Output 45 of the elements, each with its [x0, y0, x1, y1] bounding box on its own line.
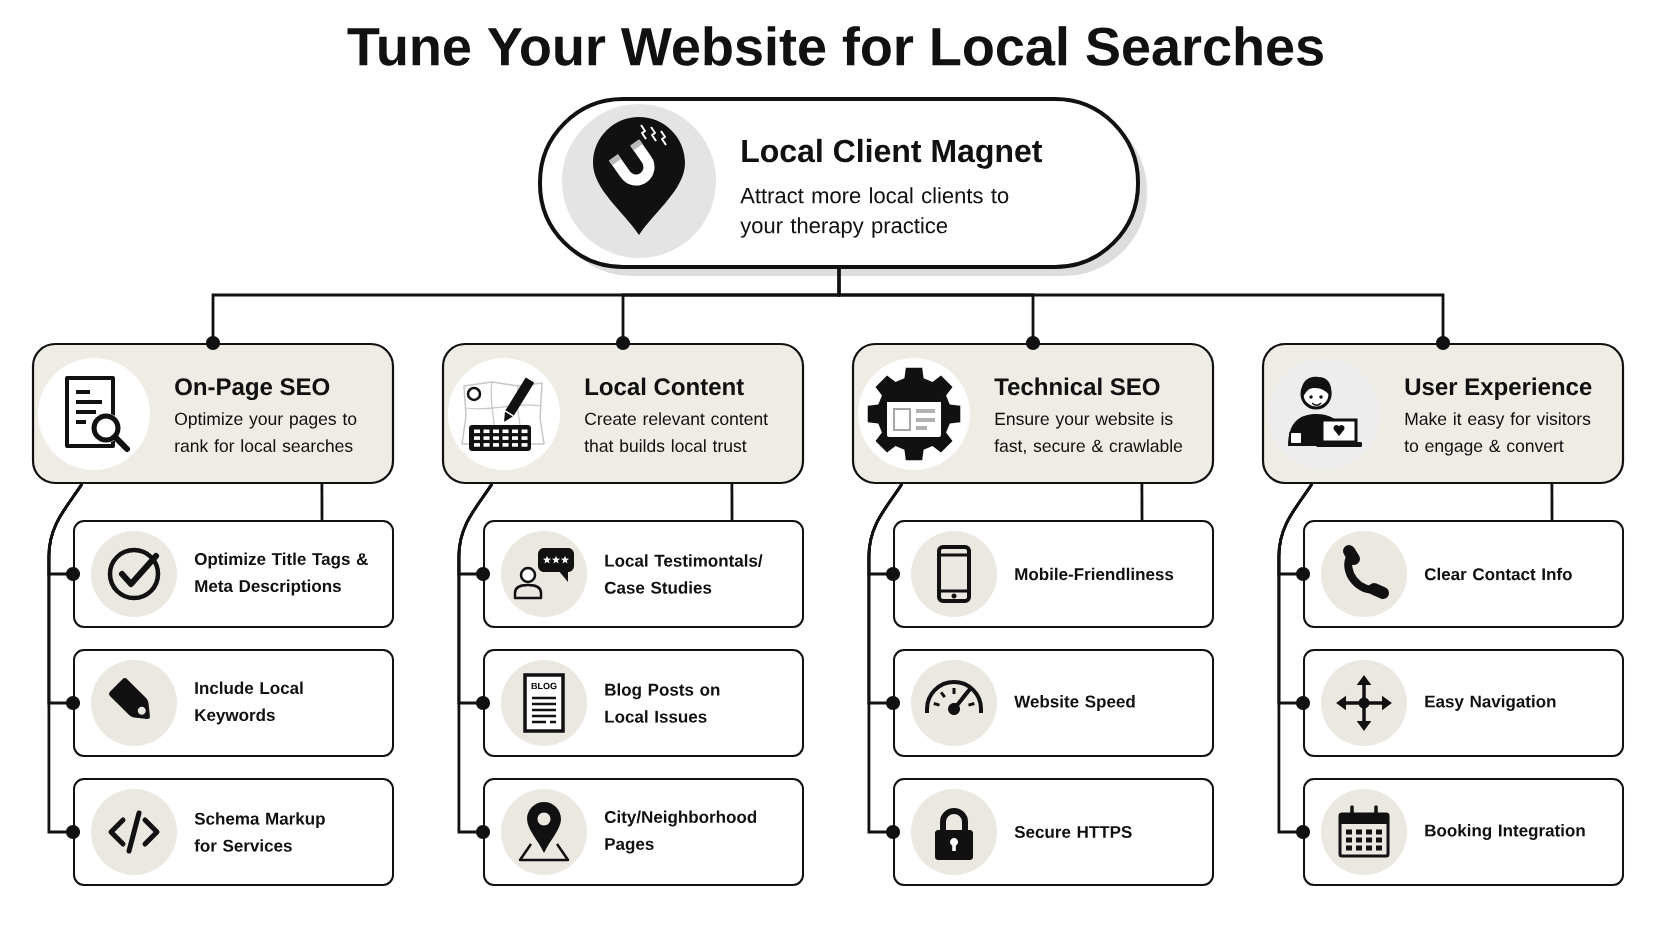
- item-label: Mobile-Friendliness: [1015, 567, 1174, 581]
- item-label: Clear Contact Info: [1424, 567, 1572, 581]
- item-label: Blog Posts on Local Issues: [605, 683, 720, 723]
- item-box: [893, 649, 1214, 757]
- connector-line: [730, 484, 734, 520]
- item-box: [73, 649, 394, 757]
- description: Ensure your website is fast, secure & crawlable: [994, 412, 1183, 455]
- item-label: Schema Markup for Services: [194, 812, 325, 852]
- item-box: [893, 520, 1214, 628]
- item-box: [73, 520, 394, 628]
- connector-line: [1550, 484, 1554, 520]
- heading: Local Content: [585, 377, 744, 396]
- item-box: [73, 778, 394, 886]
- title: Tune Your Website for Local Searches: [347, 26, 1323, 66]
- item-box: [483, 520, 804, 628]
- item-label: Include Local Keywords: [195, 681, 303, 725]
- item-box: [483, 649, 804, 757]
- topic-box: [538, 97, 1147, 276]
- category-box: [851, 342, 1215, 485]
- connector-line: [1140, 484, 1144, 520]
- heading: Local Client Magnet: [742, 138, 1043, 169]
- item-box: [483, 778, 804, 886]
- heading: Technical SEO: [994, 377, 1160, 396]
- connector-line: [320, 484, 324, 520]
- category-box: [441, 342, 805, 485]
- description: Attract more local clients to your therapy practice: [740, 187, 1009, 238]
- item-label: Website Speed: [1014, 695, 1135, 711]
- item-box: [1303, 649, 1624, 757]
- item-box: [1303, 520, 1624, 628]
- item-label: Local Testimontals/ Case Studies: [604, 554, 763, 594]
- item-label: Optimize Title Tags & Meta Descriptions: [194, 552, 368, 596]
- heading: On-Page SEO: [175, 378, 330, 401]
- description: Optimize your pages to rank for local searches: [175, 412, 357, 453]
- category-box: [1261, 342, 1625, 485]
- description: Create relevant content that builds local trust: [584, 412, 768, 453]
- item-label: Easy Navigation: [1425, 695, 1556, 711]
- heading: User Experience: [1405, 377, 1592, 400]
- icon-text: BLOG: [531, 682, 557, 690]
- item-box: [1303, 778, 1624, 886]
- description: Make it easy for visitors to engage & convert: [1404, 412, 1591, 456]
- item-label: City/Neighborhood Pages: [604, 810, 757, 854]
- item-label: Booking Integration: [1425, 824, 1585, 840]
- category-box: [31, 342, 395, 485]
- item-label: Secure HTTPS: [1014, 826, 1132, 838]
- item-box: [893, 778, 1214, 886]
